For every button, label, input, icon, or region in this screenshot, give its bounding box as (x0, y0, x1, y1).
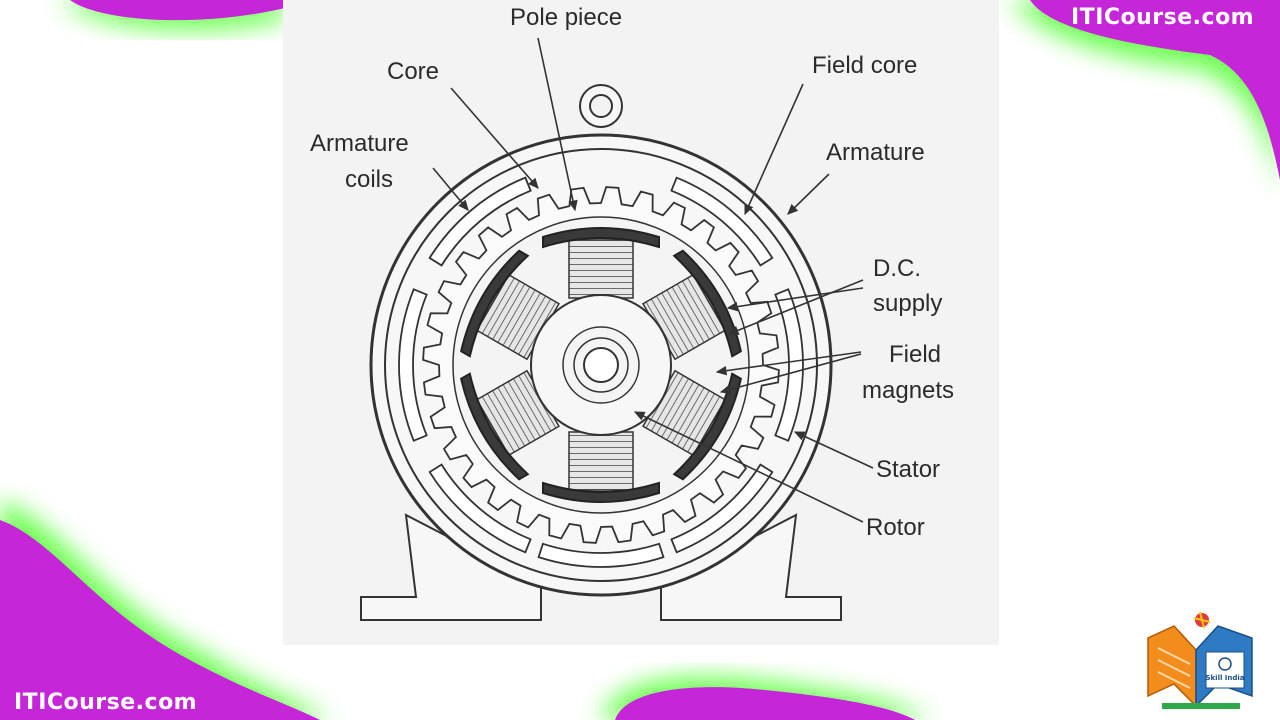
shaft-ring (573, 337, 629, 393)
pole-piece-shoe (460, 249, 530, 358)
pole-piece-shoe (460, 372, 530, 481)
leader-arrowhead (715, 365, 728, 376)
leader-arrowhead (726, 301, 739, 312)
pole-piece-shoe (542, 227, 660, 249)
bottom-middle-blob (615, 687, 915, 720)
label-dc-supply-line1: D.C. (873, 255, 921, 282)
armature-coil-segment (398, 288, 428, 442)
armature-coil-segment (670, 463, 774, 554)
leader-line (794, 431, 874, 469)
leader-line (537, 37, 576, 211)
leader-arrowhead (744, 203, 754, 216)
label-armature: Armature (826, 139, 925, 166)
bottom-left-blob (0, 520, 320, 720)
armature-coil-segment (774, 288, 804, 442)
armature-coil-segment (428, 176, 532, 267)
top-right-blob (1030, 0, 1280, 180)
leader-arrowhead (787, 203, 799, 215)
dc-motor-diagram (360, 37, 874, 621)
lifting-eye-hole (589, 94, 613, 118)
label-field-core: Field core (812, 52, 918, 79)
label-armature-coils-line2: coils (345, 166, 394, 193)
leader-line (720, 353, 862, 393)
leader-arrowhead (727, 326, 740, 335)
leader-arrowhead (458, 199, 469, 211)
leader-arrowhead (719, 384, 732, 395)
field-coil-winding (568, 431, 634, 491)
label-stator: Stator (876, 456, 941, 483)
label-field-magnets-line2: magnets (862, 377, 955, 404)
leader-line (787, 173, 830, 215)
armature-coil-segment (670, 176, 774, 267)
leader-line (728, 279, 864, 335)
leader-arrowhead (633, 411, 646, 421)
leader-line (727, 287, 864, 309)
label-core: Core (387, 58, 440, 85)
leader-arrowhead (793, 431, 806, 441)
armature-coil-segment (537, 542, 665, 568)
label-pole-piece: Pole piece (510, 4, 623, 31)
label-dc-supply-line2: supply (873, 290, 943, 317)
leader-line (744, 83, 804, 215)
label-rotor: Rotor (866, 514, 925, 541)
svg-text:Skill India: Skill India (1205, 674, 1244, 682)
armature-coil-segment (428, 463, 532, 554)
top-left-blob (70, 0, 285, 21)
shaft (583, 347, 619, 383)
leader-line (716, 351, 862, 373)
leader-line (634, 411, 864, 523)
label-field-magnets-line1: Field (889, 341, 942, 368)
watermark-bottom-left: ITICourse.com (14, 690, 198, 715)
leader-line (450, 87, 539, 189)
field-coil-winding (568, 239, 634, 299)
leader-arrowhead (568, 199, 578, 212)
field-pole (542, 431, 660, 503)
pole-piece-shoe (672, 249, 742, 358)
pole-piece-shoe (672, 372, 742, 481)
leader-arrowhead (528, 177, 539, 189)
pole-piece-shoe (542, 481, 660, 503)
watermark-top-right: ITICourse.com (1071, 5, 1255, 30)
skill-india-logo: Skill India (1147, 611, 1253, 709)
label-armature-coils-line1: Armature (310, 130, 409, 157)
